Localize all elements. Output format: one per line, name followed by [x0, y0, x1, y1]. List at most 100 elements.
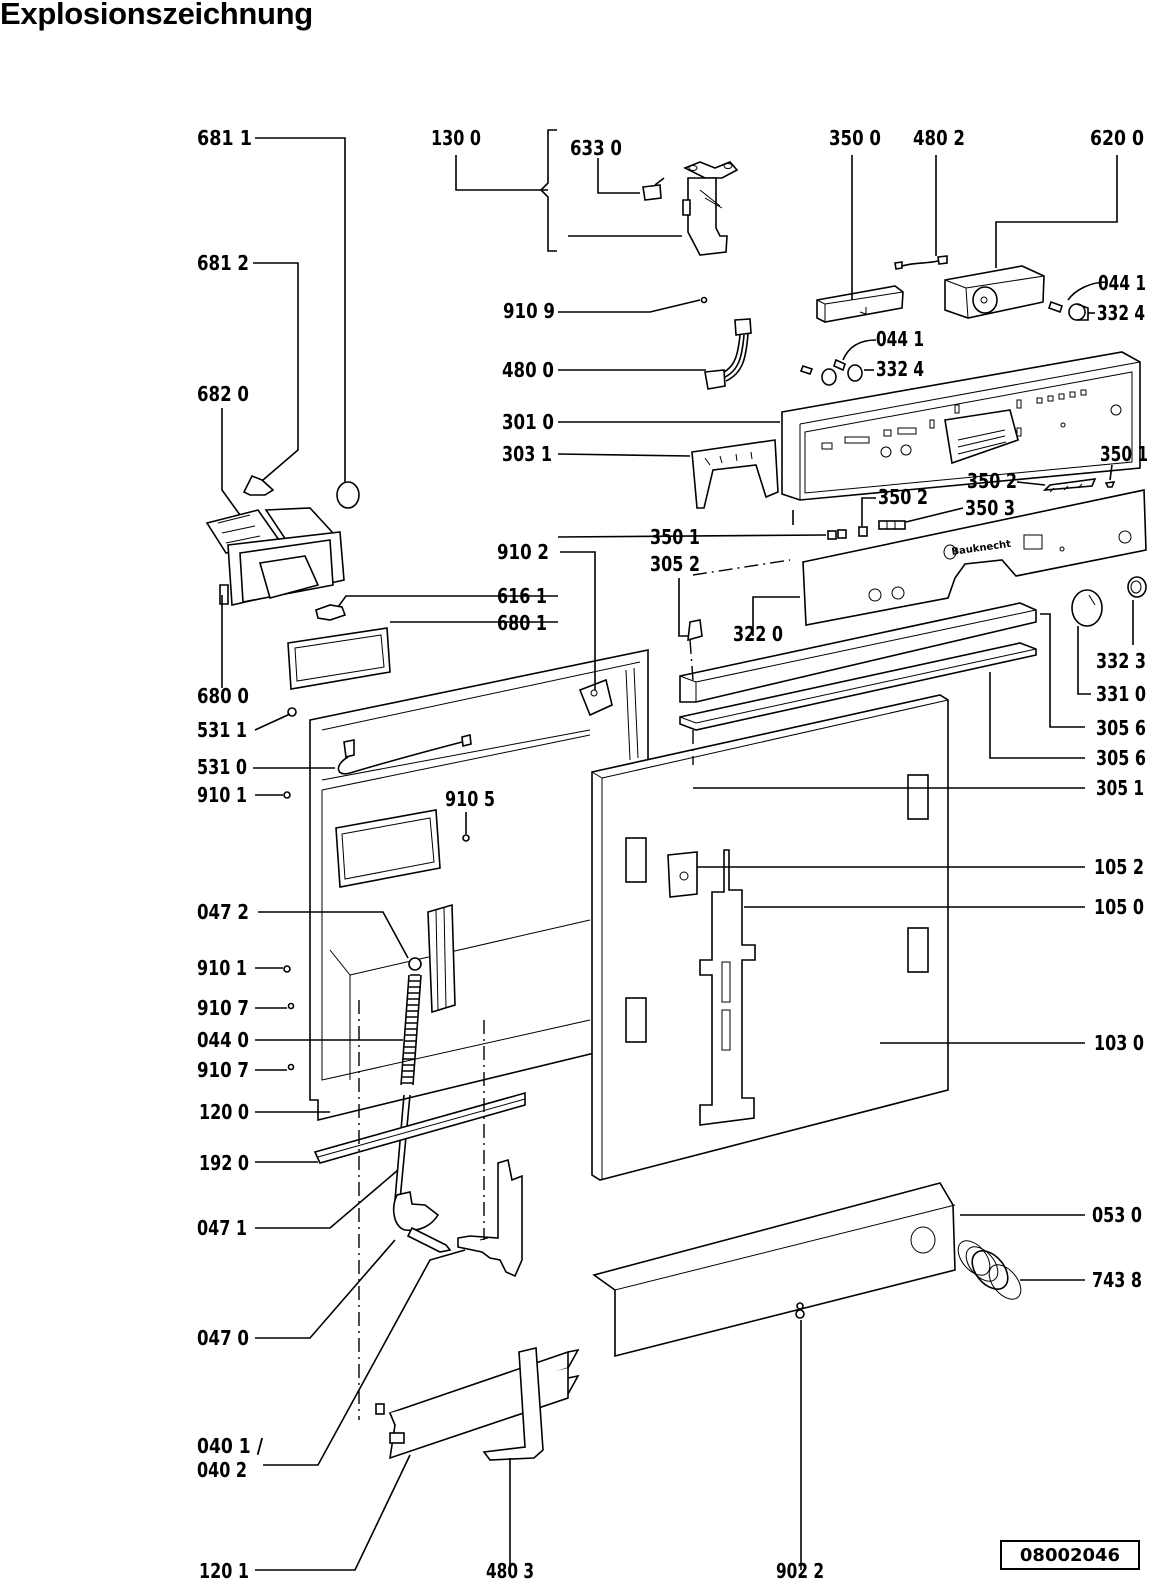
part-120-0-inner-door [309, 649, 649, 1122]
callout-616-1: 616 1 [497, 584, 547, 608]
callout-040-1: 040 1 / [197, 1434, 264, 1458]
callout-910-1-b: 910 1 [197, 956, 247, 980]
callout-305-2: 305 2 [650, 552, 700, 576]
callout-480-2: 480 2 [913, 126, 965, 150]
callout-301-0: 301 0 [502, 410, 554, 434]
callout-680-1: 680 1 [497, 611, 547, 635]
part-681-2-clip [242, 474, 275, 496]
callout-743-8: 743 8 [1092, 1268, 1142, 1292]
callout-681-2: 681 2 [197, 251, 249, 275]
part-681-1-cap [336, 481, 360, 509]
part-305-2-guide [687, 619, 703, 642]
leader-lines [221, 129, 1134, 1571]
callout-331-0: 331 0 [1096, 682, 1146, 706]
assembly-line-d [689, 559, 791, 681]
part-103-0-outer-door [591, 694, 949, 1181]
callout-633-0: 633 0 [570, 136, 622, 160]
part-910-7-screw-b [287, 1063, 295, 1071]
part-332-4-button-b [821, 364, 863, 386]
part-044-0-spring [394, 957, 422, 1201]
part-130-0-door-lock [682, 161, 739, 256]
callout-044-0: 044 0 [197, 1028, 249, 1052]
callout-902-2: 902 2 [776, 1559, 824, 1581]
part-305-6-lower-rail [679, 642, 1037, 731]
callout-044-1-b: 044 1 [876, 327, 924, 351]
part-616-1-latch [315, 604, 347, 621]
callout-192-0: 192 0 [199, 1151, 249, 1175]
callout-480-0: 480 0 [502, 358, 554, 382]
part-044-1-spring-a [1047, 300, 1064, 314]
callout-910-5: 910 5 [445, 787, 495, 811]
part-350-0-module [816, 285, 904, 323]
part-350-1-keys-a [827, 529, 847, 540]
part-480-3-support [482, 1347, 544, 1461]
part-301-0-control-panel [781, 351, 1141, 501]
callout-910-7-a: 910 7 [197, 996, 249, 1020]
part-910-1-screw-b [283, 965, 291, 973]
part-480-2-cable [894, 255, 948, 270]
callout-910-9: 910 9 [503, 299, 555, 323]
callout-047-2: 047 2 [197, 900, 249, 924]
part-322-0-fascia: Bauknecht [802, 489, 1147, 626]
callout-350-1-b: 350 1 [1100, 442, 1148, 466]
part-350-2-key-a [858, 526, 868, 537]
callout-350-2-a: 350 2 [878, 485, 928, 509]
part-910-9-screw [700, 296, 708, 304]
callout-350-2-b: 350 2 [967, 469, 1017, 493]
part-305-6-upper-rail [679, 602, 1037, 703]
part-531-0-cable [337, 734, 472, 775]
part-053-0-bracket [592, 1182, 956, 1358]
part-633-0-microswitch [642, 177, 665, 201]
callout-350-1-a: 350 1 [650, 525, 700, 549]
callout-332-3: 332 3 [1096, 649, 1146, 673]
callout-103-0: 103 0 [1094, 1031, 1144, 1055]
part-350-1-key-b [1104, 481, 1116, 488]
part-047-1-hinge-arm [393, 1191, 440, 1232]
part-047-0-hinge-lever [406, 1226, 452, 1253]
part-350-3-keys [878, 520, 906, 530]
callout-910-1-a: 910 1 [197, 783, 247, 807]
callout-047-1: 047 1 [197, 1216, 247, 1240]
callout-531-0: 531 0 [197, 755, 247, 779]
callout-682-0: 682 0 [197, 382, 249, 406]
callout-322-0: 322 0 [733, 622, 783, 646]
part-910-7-screw-a [287, 1002, 295, 1010]
part-332-4-button-a [1068, 303, 1089, 321]
callout-105-0: 105 0 [1094, 895, 1144, 919]
callout-910-2: 910 2 [497, 540, 549, 564]
callout-531-1: 531 1 [197, 718, 247, 742]
page-title: Explosionszeichnung [0, 0, 313, 31]
part-332-3-knob [1127, 576, 1147, 598]
callout-120-0: 120 0 [199, 1100, 249, 1124]
callout-044-1-a: 044 1 [1098, 271, 1146, 295]
part-105-0-hinge-plate [699, 849, 756, 1126]
callout-130-0: 130 0 [431, 126, 481, 150]
part-303-1-handle-cover [691, 439, 779, 509]
callout-053-0: 053 0 [1092, 1203, 1142, 1227]
part-192-0-seal [313, 1091, 526, 1164]
part-743-8-spring [957, 1240, 1022, 1300]
part-910-1-screw-a [283, 791, 291, 799]
callout-680-0: 680 0 [197, 684, 249, 708]
callout-303-1: 303 1 [502, 442, 552, 466]
part-682-0-dispenser [205, 507, 345, 606]
callout-305-1: 305 1 [1096, 776, 1144, 800]
callout-332-4-b: 332 4 [876, 357, 924, 381]
part-680-1-gasket [287, 627, 391, 690]
callout-480-3: 480 3 [486, 1559, 534, 1581]
callout-305-6-b: 305 6 [1096, 746, 1146, 770]
part-620-0-control [944, 265, 1045, 319]
callout-332-4-a: 332 4 [1097, 301, 1145, 325]
callout-040-2: 040 2 [197, 1458, 247, 1482]
part-331-0-knob [1071, 589, 1103, 627]
callout-681-1: 681 1 [197, 126, 252, 150]
callout-105-2: 105 2 [1094, 855, 1144, 879]
break-symbol [567, 1348, 580, 1395]
part-044-1-spring-b [799, 358, 846, 375]
part-040-bracket [457, 1158, 523, 1278]
part-350-2-keys-b [1042, 478, 1097, 493]
part-910-5-screw [462, 834, 470, 842]
callout-120-1: 120 1 [199, 1559, 249, 1581]
document-number-box: 08002046 [1000, 1540, 1140, 1570]
